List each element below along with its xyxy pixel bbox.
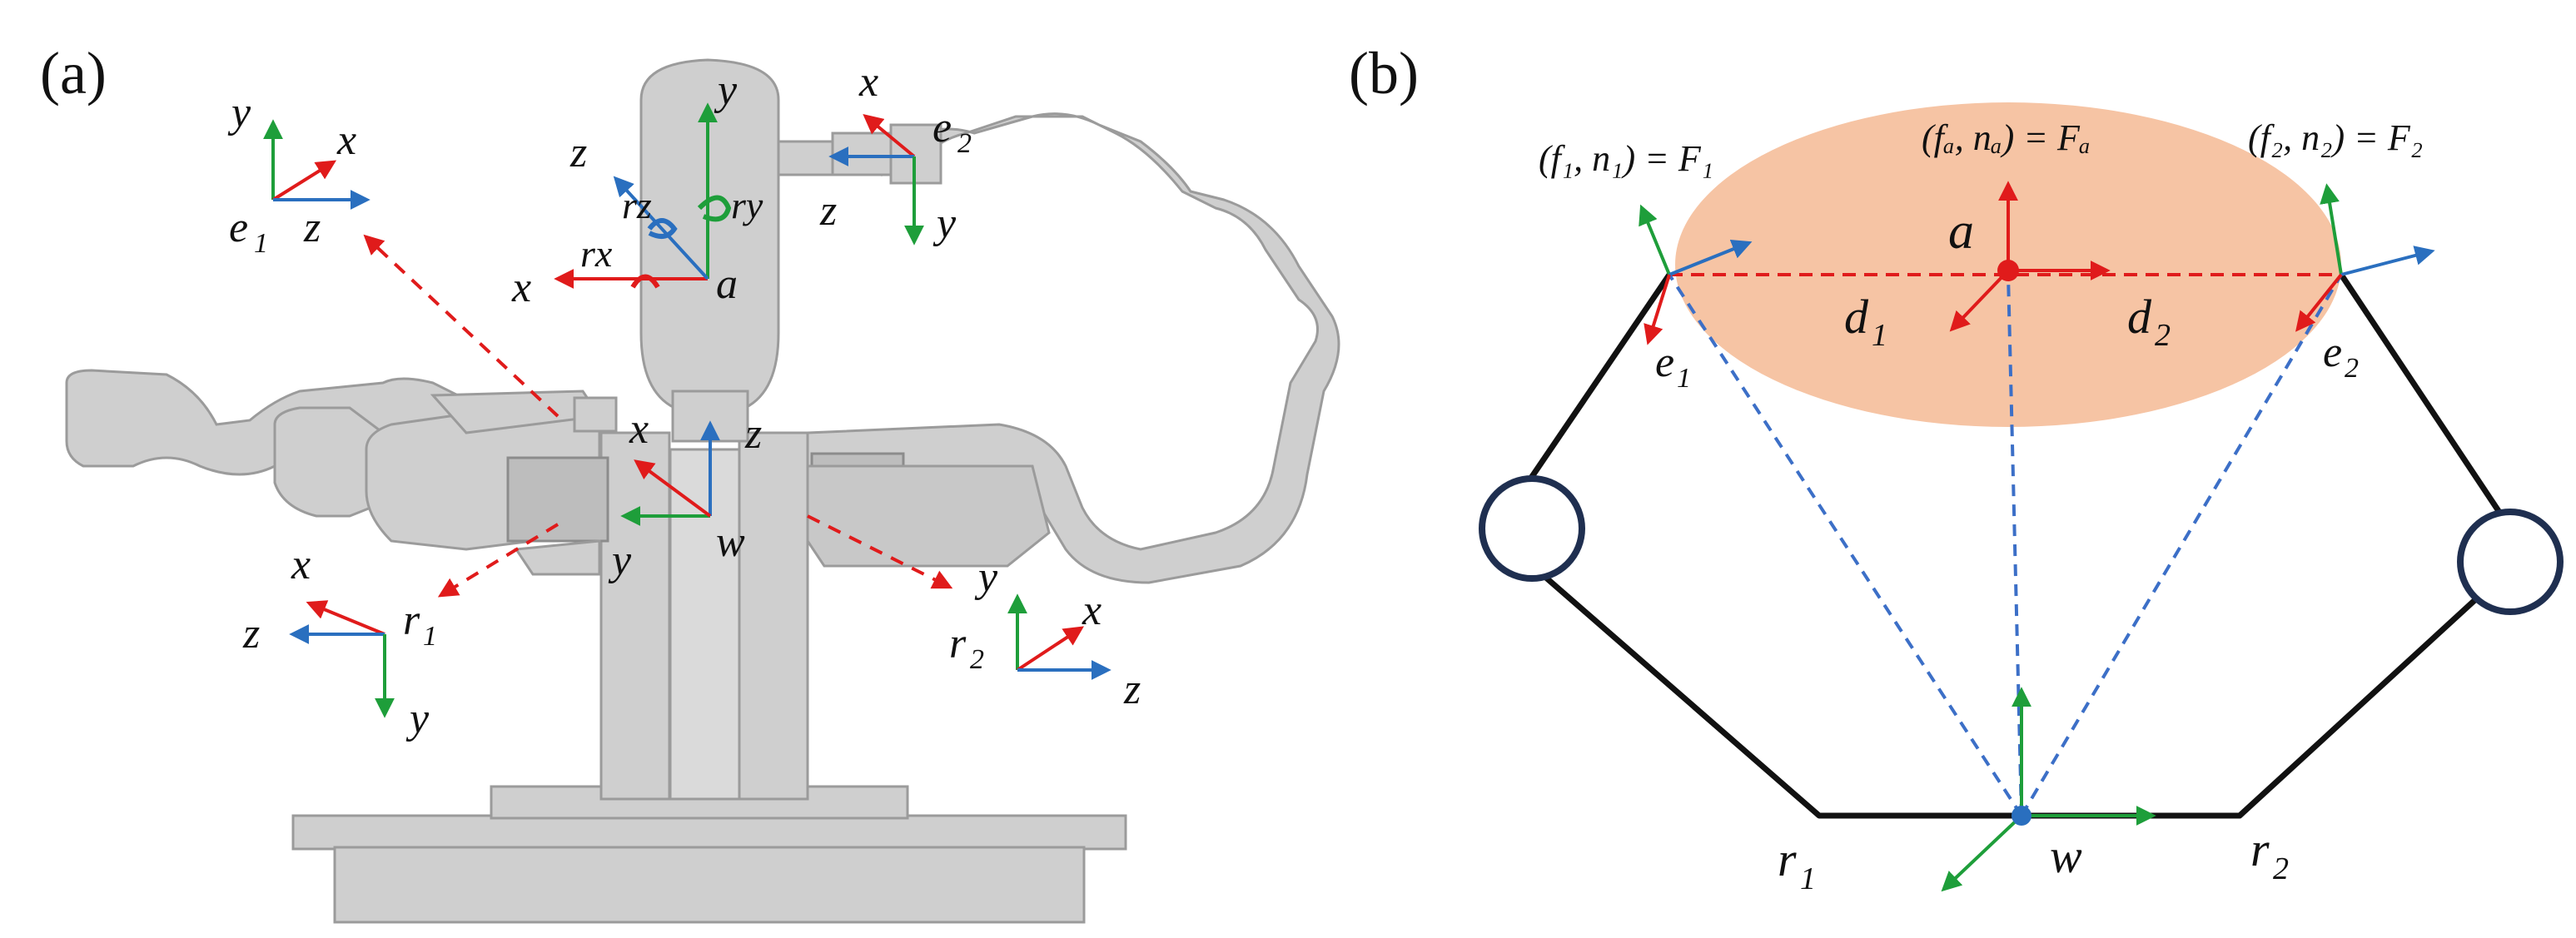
r1-y-label: y <box>405 695 430 742</box>
a-ry-label: ry <box>731 184 763 226</box>
panel-a: (a) <box>40 40 1340 924</box>
frame-e2: x z y e 2 <box>819 58 972 247</box>
r1-z-label: z <box>242 610 260 658</box>
frame-r1: x z y r 1 <box>242 541 437 742</box>
r2-sub: 2 <box>970 644 984 675</box>
a-z-label: z <box>569 129 587 176</box>
r1-sub: 1 <box>423 621 437 652</box>
b-r1-label: r <box>1778 832 1797 886</box>
b-e1-label: e <box>1655 339 1674 386</box>
e2-name: e <box>932 104 952 151</box>
robot-left-arm <box>65 369 618 576</box>
b-r2-label: r <box>2250 822 2270 876</box>
e1-y-label: y <box>227 89 251 136</box>
b-w-label: w <box>2050 829 2082 883</box>
e2-sub: 2 <box>957 128 972 159</box>
frame-e1: y x z e 1 <box>227 89 370 259</box>
force-fa-label: (fₐ, nₐ) = Fₐ <box>1922 117 2091 158</box>
panel-b-label: (b) <box>1349 40 1419 107</box>
w-z-label: z <box>744 410 762 458</box>
e2-z-label: z <box>819 187 837 235</box>
frame-a: y z x rz ry rx a <box>511 67 763 311</box>
r1-x-label: x <box>291 541 311 588</box>
b-d2-sub: 2 <box>2155 318 2171 353</box>
b-e1-sub: 1 <box>1677 363 1691 394</box>
b-frame-a <box>1949 181 2111 332</box>
frame-w: x z y w <box>608 405 762 584</box>
robot-right-arm <box>806 112 1340 584</box>
b-d1-label: d <box>1844 290 1869 344</box>
b-frame-e1 <box>1639 204 1753 345</box>
e2-x-label: x <box>858 58 878 106</box>
b-r1-sub: 1 <box>1800 861 1816 896</box>
b-d2-label: d <box>2127 290 2152 344</box>
e1-sub: 1 <box>254 228 268 259</box>
force-f1-label: (f₁, n₁) = F₁ <box>1539 138 1713 179</box>
b-a-label: a <box>1948 203 1974 260</box>
panel-a-label: (a) <box>40 40 107 107</box>
w-name: w <box>716 519 745 566</box>
b-frame-e2 <box>2295 183 2435 332</box>
joint-left <box>1479 475 1585 582</box>
r1-name: r <box>403 597 420 644</box>
a-rz-label: rz <box>622 184 652 226</box>
frame-r2: y x z r 2 <box>949 553 1141 713</box>
dashed-blue-lines <box>1668 273 2343 817</box>
e1-x-label: x <box>336 117 356 164</box>
e1-name: e <box>229 204 248 251</box>
w-y-label: y <box>608 537 632 584</box>
b-e2-label: e <box>2323 329 2342 376</box>
force-f2-label: (f₂, n₂) = F₂ <box>2248 117 2423 158</box>
r2-z-label: z <box>1123 666 1141 713</box>
b-frame-w <box>1941 687 2156 892</box>
e1-z-label: z <box>303 204 321 251</box>
a-x-label: x <box>511 264 531 311</box>
a-rx-label: rx <box>580 232 613 275</box>
panel-b: (b) <box>1349 40 2564 896</box>
b-r2-sub: 2 <box>2273 851 2289 886</box>
a-name: a <box>716 261 738 308</box>
b-d1-sub: 1 <box>1872 318 1887 353</box>
joint-right <box>2457 509 2564 615</box>
w-x-label: x <box>629 405 649 453</box>
frame-offset-lines <box>363 234 953 598</box>
a-y-label: y <box>714 67 738 114</box>
r2-x-label: x <box>1082 587 1102 634</box>
b-e2-sub: 2 <box>2345 353 2359 384</box>
robot-base <box>291 431 1127 924</box>
robot-torso <box>639 58 838 443</box>
e2-y-label: y <box>932 200 957 247</box>
r2-name: r <box>949 620 967 668</box>
r2-y-label: y <box>974 553 998 601</box>
